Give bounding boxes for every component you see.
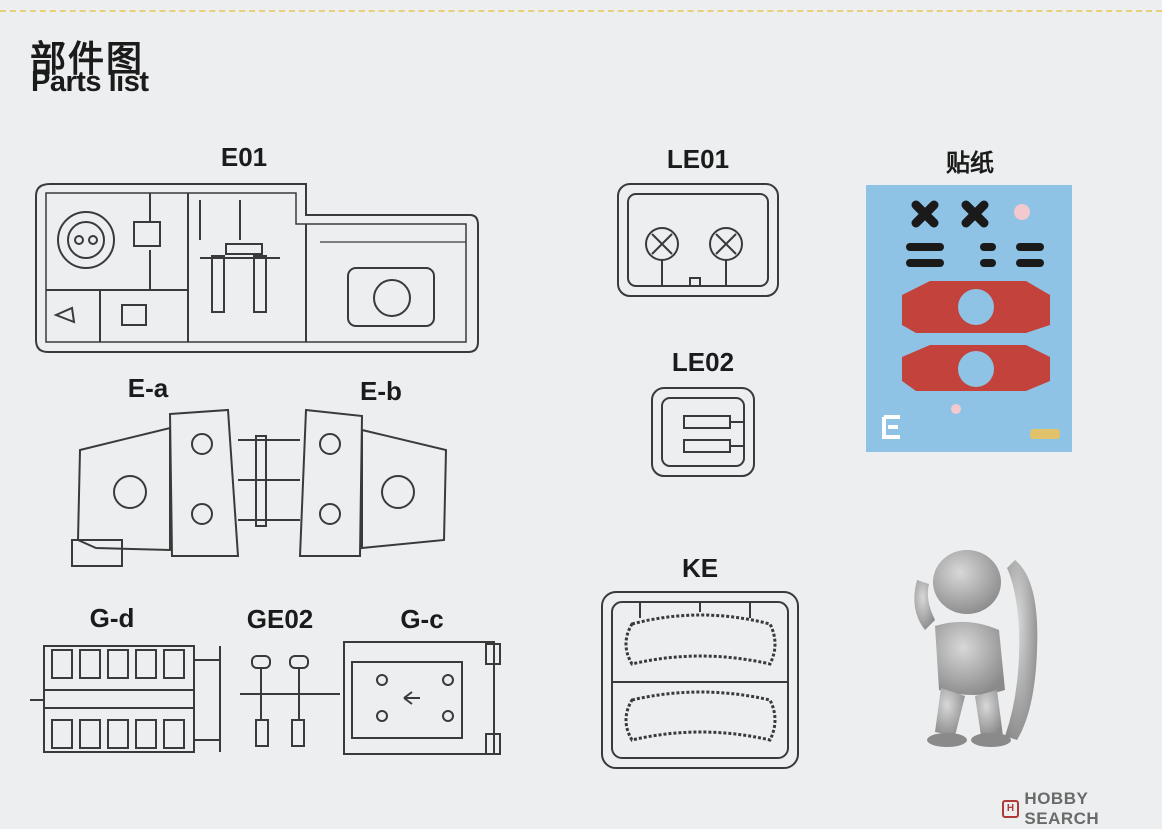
pilot-figure-image: [914, 550, 1038, 747]
sprue-label-ke: KE: [681, 553, 719, 583]
hobby-search-logo-icon: H: [1002, 800, 1020, 818]
sprue-label-e-a: E-a: [127, 373, 169, 403]
sprue-ge02-drawing: [240, 655, 340, 747]
sprue-e01-drawing: [35, 183, 479, 353]
sprue-g-d-drawing: [30, 645, 221, 753]
decal-sheet-image: [866, 185, 1072, 452]
sprue-label-g-c: G-c: [400, 604, 444, 634]
page-title-english: Parts list: [31, 66, 149, 98]
watermark-text: HOBBY SEARCH: [1024, 789, 1100, 828]
sprue-g-c-drawing: [343, 641, 501, 755]
hobby-search-watermark: H HOBBY SEARCH: [1002, 789, 1162, 829]
sprue-le01-drawing: [617, 183, 779, 297]
sprue-label-ge02: GE02: [246, 604, 314, 634]
sprue-label-e-b: E-b: [360, 376, 402, 406]
decal-sheet-label: 贴纸: [946, 149, 994, 177]
sprue-le02-drawing: [651, 387, 755, 477]
sprue-ke-drawing: [601, 591, 799, 769]
hull-halves-drawing: [71, 408, 448, 567]
sprue-label-le01: LE01: [666, 144, 730, 174]
sprue-label-g-d: G-d: [89, 603, 135, 633]
top-dashed-rule: [0, 10, 1162, 12]
sprue-label-le02: LE02: [671, 347, 735, 377]
page-title-chinese: 部件图: [30, 39, 145, 80]
sprue-label-e01: E01: [220, 142, 268, 172]
